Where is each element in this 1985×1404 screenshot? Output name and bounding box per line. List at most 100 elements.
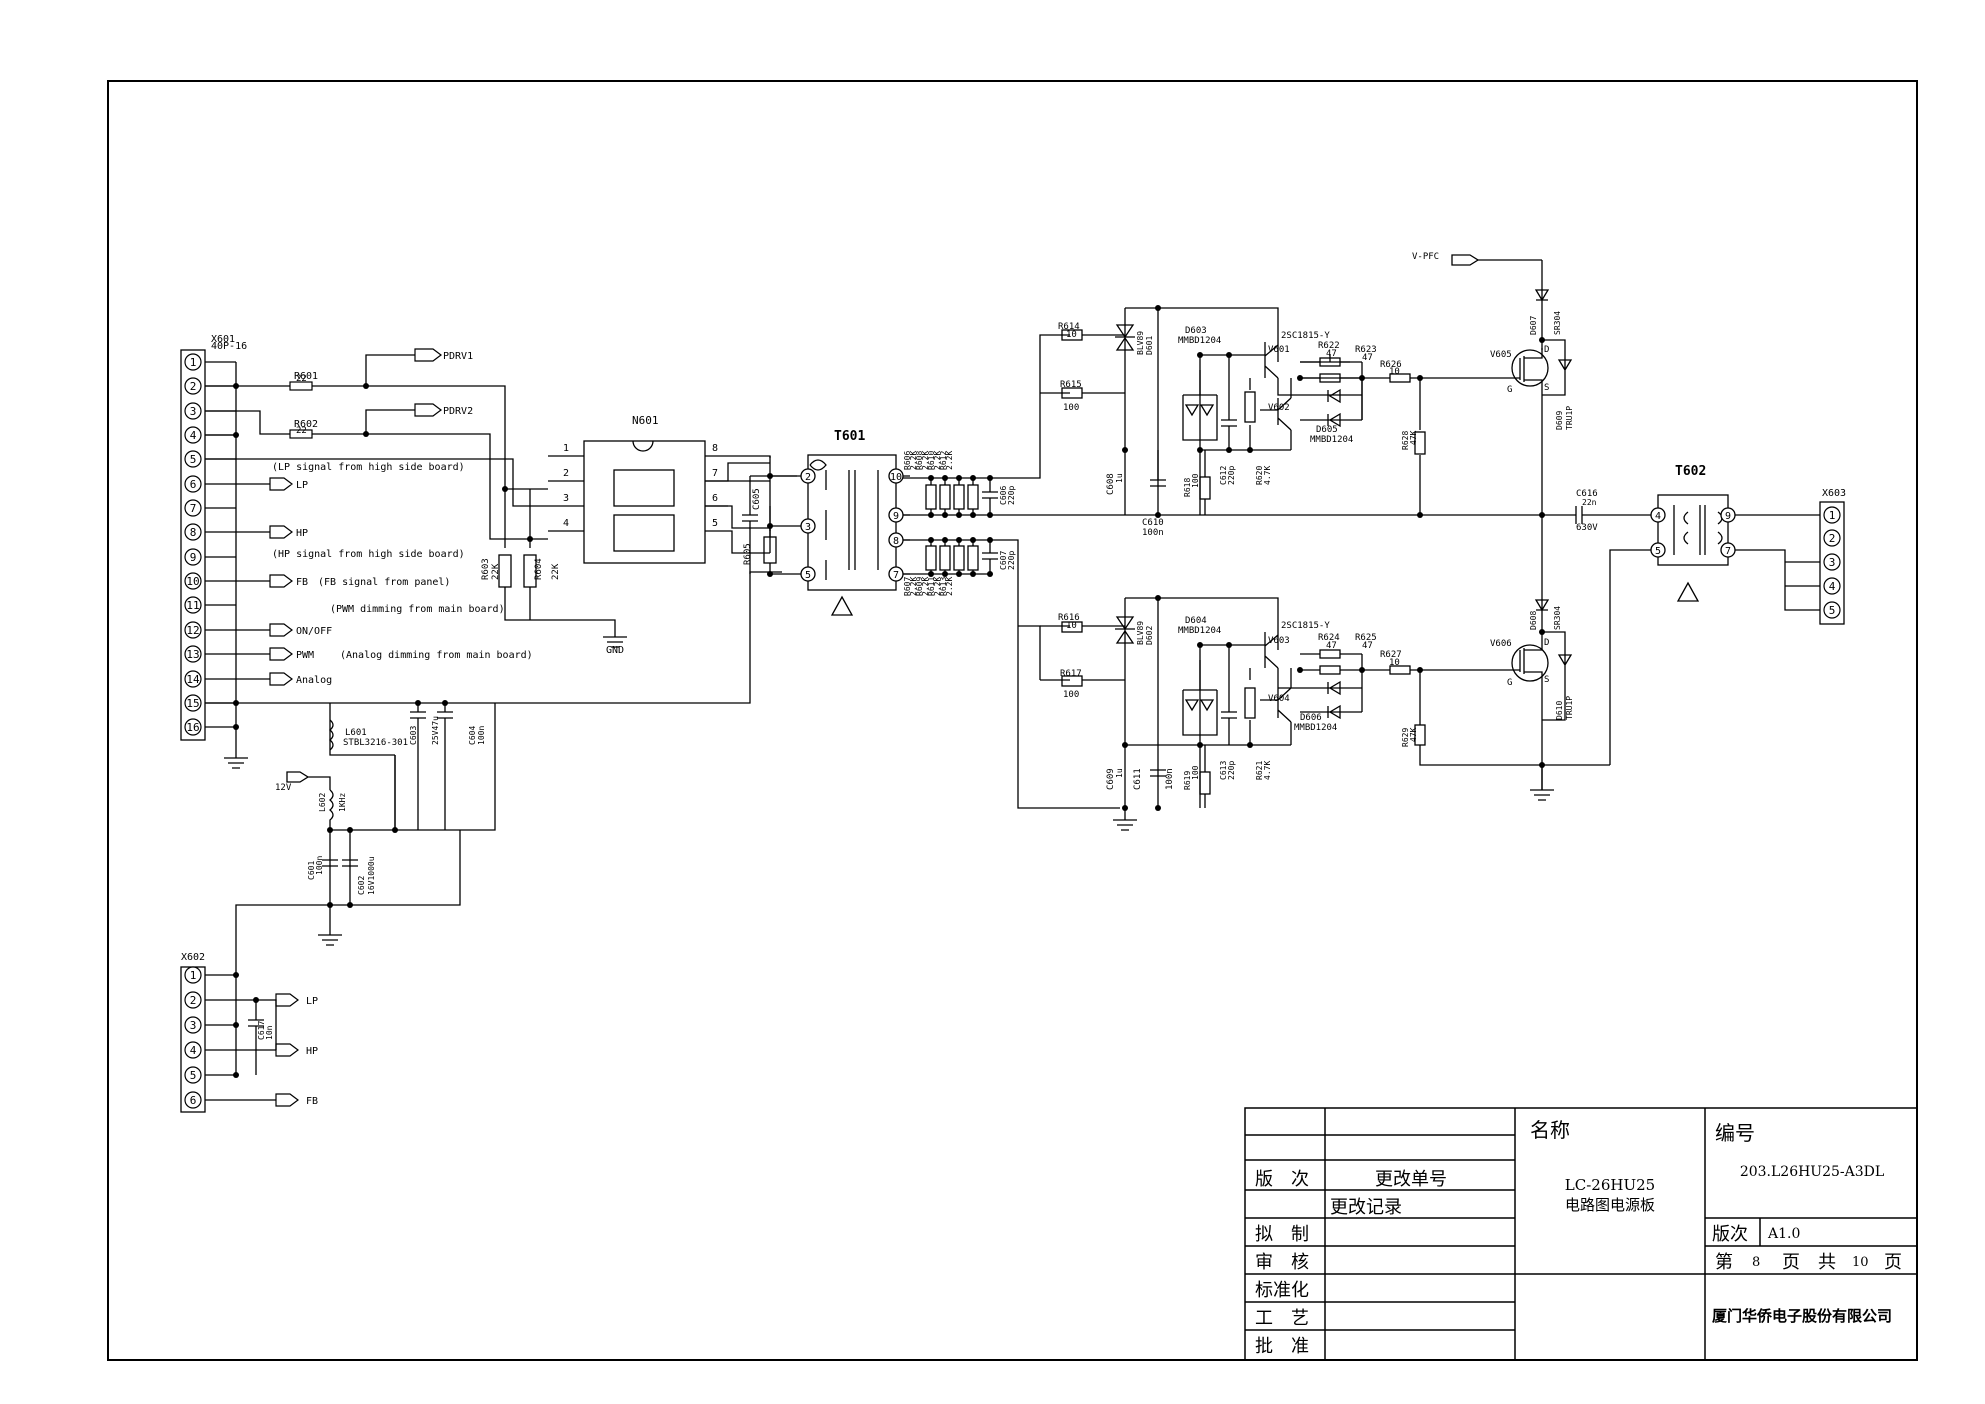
r622-val: 47 <box>1326 349 1337 359</box>
r617-ref: R617 <box>1060 669 1082 679</box>
net-12v: 12V <box>275 783 292 793</box>
x601-pin-3: 3 <box>190 405 197 418</box>
x603-ref: X603 <box>1822 488 1846 499</box>
r609-val: 2.2K <box>921 577 930 596</box>
rev-col1: 版 次 <box>1255 1169 1309 1190</box>
l602-val: 1KHz <box>338 793 347 812</box>
c617-ref: C617 <box>257 1021 266 1040</box>
c601-val: 100n <box>315 856 324 875</box>
r614-ref: R614 <box>1058 322 1080 332</box>
x601-pin-12-outline <box>184 621 202 639</box>
product-name: LC-26HU25 <box>1565 1176 1655 1194</box>
x601-pin-11-outline <box>184 596 202 614</box>
x602-pin-3: 3 <box>190 1019 197 1032</box>
c607-ref: C607 <box>999 551 1008 570</box>
sheet-border <box>107 80 1918 1361</box>
x601-pin-4: 4 <box>190 429 197 442</box>
page-number: 8 <box>1752 1255 1760 1270</box>
r629-ref: R629 <box>1401 728 1410 747</box>
r614-val: 10 <box>1066 330 1077 340</box>
x603-pin-5: 5 <box>1829 604 1836 617</box>
c602-val: 16V1000u <box>367 856 376 895</box>
c603-val: 25V47u <box>431 716 440 745</box>
note-hp: (HP signal from high side board) <box>272 549 465 560</box>
r611-val: 2.2K <box>933 577 942 596</box>
v606-g: G <box>1507 678 1512 688</box>
x601-pin-13-outline <box>184 645 202 663</box>
x601-pin-11: 11 <box>186 599 199 612</box>
t601-pin-8: 8 <box>893 536 899 547</box>
d609-ref: D609 <box>1555 411 1564 430</box>
c606-ref: C606 <box>999 486 1008 505</box>
r601-ref: R601 <box>294 371 318 382</box>
r628-val: 47K <box>1409 430 1418 445</box>
connector-x602 <box>180 966 206 1113</box>
x602-ref: X602 <box>181 952 205 963</box>
x601-pin-9-outline <box>184 548 202 566</box>
d607-ref: D607 <box>1529 316 1538 335</box>
x601-pin-6: 6 <box>190 478 197 491</box>
x601-pin-16: 16 <box>186 721 199 734</box>
t602-pin-9: 9 <box>1725 511 1731 522</box>
r612-ref: R612 <box>939 451 948 470</box>
note-pwm: (PWM dimming from main board) <box>330 604 505 615</box>
x601-pin-10: 10 <box>186 575 199 588</box>
rev-record: 更改记录 <box>1330 1197 1402 1218</box>
d602-by: BLV89 <box>1136 621 1145 645</box>
c608-val: 1u <box>1115 473 1124 483</box>
c604-ref: C604 <box>468 726 477 745</box>
r627-ref: R627 <box>1380 650 1402 660</box>
transformer-t601 <box>807 454 897 591</box>
drafted-label: 拟 制 <box>1255 1224 1309 1245</box>
r612-val: 2.2K <box>945 451 954 470</box>
transformer-t602 <box>1657 494 1729 566</box>
v605-g: G <box>1507 385 1512 395</box>
x601-pin-10-outline <box>184 572 202 590</box>
l601-val: STBL3216-301 <box>343 738 408 748</box>
r613-ref: R613 <box>939 577 948 596</box>
c608-ref: C608 <box>1106 473 1116 495</box>
q601-type: 2SC1815-Y <box>1281 331 1330 341</box>
x602-pin-1-outline <box>184 966 202 984</box>
d604-ref: D604 <box>1185 616 1207 626</box>
company-name: 厦门华侨电子股份有限公司 <box>1712 1307 1892 1325</box>
n601-pin-7: 7 <box>712 468 718 479</box>
t601-pin-2: 2 <box>805 472 811 483</box>
n601-pin-6: 6 <box>712 493 718 504</box>
l602-ref: L602 <box>318 793 327 812</box>
connector-x603 <box>1819 501 1845 625</box>
title-block <box>1244 1107 1918 1361</box>
c611-ref: C611 <box>1133 768 1143 790</box>
v605-s: S <box>1544 383 1549 393</box>
r606-val: 2.2K <box>909 451 918 470</box>
version-value: A1.0 <box>1767 1226 1800 1242</box>
r608-ref: R608 <box>915 451 924 470</box>
x602-pin-5-outline <box>184 1066 202 1084</box>
x601-pin-6-outline <box>184 475 202 493</box>
flag-fb: FB <box>296 577 308 588</box>
r602-ref: R602 <box>294 419 318 430</box>
x603-pin-1-outline <box>1823 506 1841 524</box>
r613-val: 2.2K <box>945 577 954 596</box>
t602-pin-4: 4 <box>1655 511 1661 522</box>
x601-pin-15-outline <box>184 694 202 712</box>
reviewed-label: 审 核 <box>1255 1252 1309 1273</box>
c612-val: 220p <box>1227 466 1236 485</box>
x602-flag-hp: HP <box>306 1046 318 1057</box>
n601-ref: N601 <box>632 414 659 427</box>
c609-val: 1u <box>1115 768 1124 778</box>
n601-pin-8: 8 <box>712 443 718 454</box>
v605-ref: V605 <box>1490 350 1512 360</box>
x601-pin-3-outline <box>184 402 202 420</box>
x602-pin-3-outline <box>184 1016 202 1034</box>
x602-pin-5: 5 <box>190 1069 197 1082</box>
lower-gate-driver <box>1061 597 1610 831</box>
t601-pin-5: 5 <box>805 570 811 581</box>
x601-pin-8: 8 <box>190 526 197 539</box>
r601-val: 22 <box>296 374 307 384</box>
x601-pin-7: 7 <box>190 502 197 515</box>
code-label: 编号 <box>1715 1121 1755 1145</box>
x603-pin-5-outline <box>1823 601 1841 619</box>
title-block-text: 名称 编号 LC-26HU25 电路图电源板 203.L26HU25-A3DL … <box>1255 1118 1902 1357</box>
x603-pin-2-outline <box>1823 529 1841 547</box>
